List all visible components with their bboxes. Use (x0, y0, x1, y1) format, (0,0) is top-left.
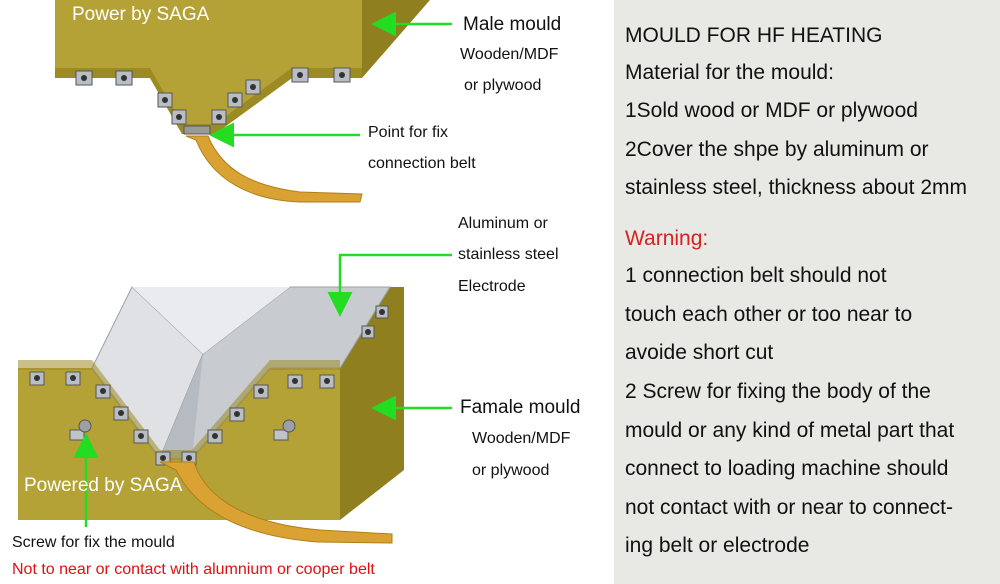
female-mould (18, 286, 404, 520)
label-male-mould: Male mould (463, 14, 562, 35)
watermark-top: Power by SAGA (72, 4, 210, 25)
warning-line: connect to loading machine should (625, 457, 949, 480)
panel-title: MOULD FOR HF HEATING (625, 24, 883, 47)
connection-belt-bottom (159, 461, 393, 544)
warning-line: touch each other or too near to (625, 303, 913, 326)
callout-arrows (73, 11, 452, 527)
connection-belt-top (185, 135, 363, 203)
warning-line: ing belt or electrode (625, 534, 810, 557)
watermark-bottom: Powered by SAGA (24, 475, 183, 496)
label-male-material-2: or plywood (464, 77, 542, 94)
mould-diagram (18, 0, 452, 544)
panel-line: stainless steel, thickness about 2mm (625, 176, 967, 199)
label-female-material-2: or plywood (472, 462, 550, 479)
warning-line: 1 connection belt should not (625, 264, 887, 287)
info-panel (614, 0, 1000, 584)
label-electrode-1: Aluminum or (458, 215, 548, 232)
label-electrode-3: Electrode (458, 278, 526, 295)
label-fix-point-1: Point for fix (368, 124, 449, 141)
panel-line: 2Cover the shpe by aluminum or (625, 138, 929, 161)
label-screw-warning: Not to near or contact with alumnium or … (12, 561, 375, 578)
warning-line: avoide short cut (625, 341, 774, 364)
warning-line: not contact with or near to connect- (625, 496, 954, 519)
warning-line: mould or any kind of metal part that (625, 419, 955, 442)
warning-heading: Warning: (625, 227, 709, 250)
label-female-mould: Famale mould (460, 397, 581, 418)
panel-line: Material for the mould: (625, 61, 834, 84)
label-screw: Screw for fix the mould (12, 534, 175, 551)
label-male-material-1: Wooden/MDF (460, 46, 559, 63)
label-fix-point-2: connection belt (368, 155, 476, 172)
panel-line: 1Sold wood or MDF or plywood (625, 99, 918, 122)
label-female-material-1: Wooden/MDF (472, 430, 571, 447)
warning-line: 2 Screw for fixing the body of the (625, 380, 931, 403)
male-mould (55, 0, 430, 135)
label-electrode-2: stainless steel (458, 246, 559, 263)
